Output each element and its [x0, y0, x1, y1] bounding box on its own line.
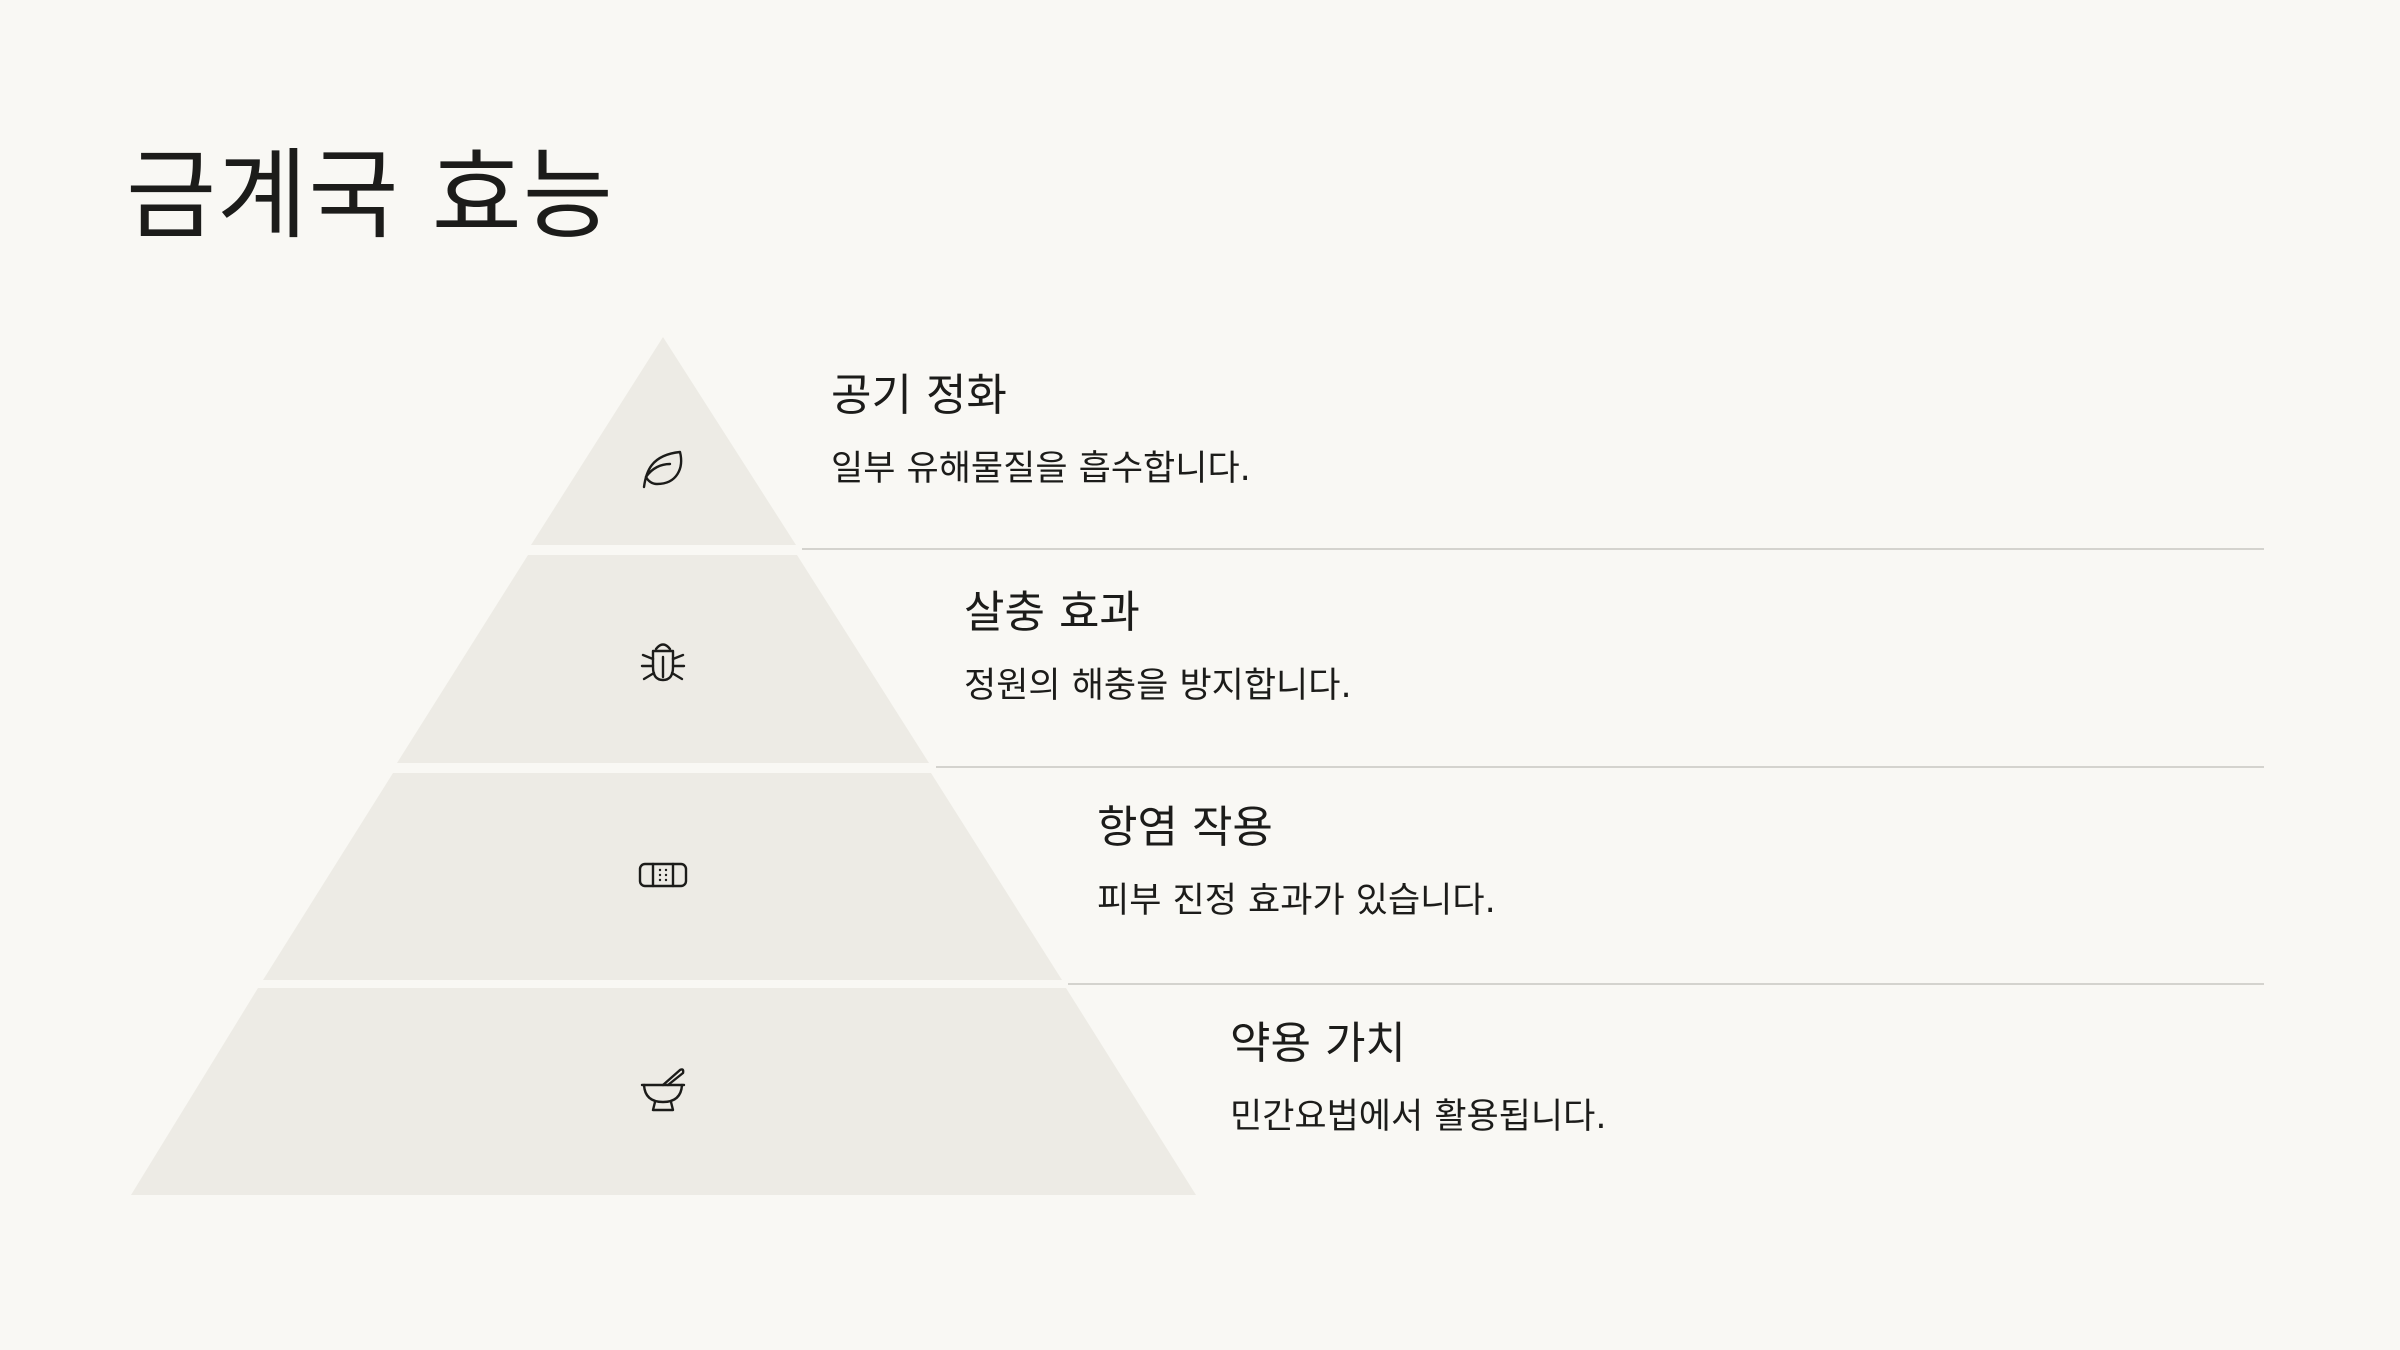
bandage-icon [637, 849, 689, 901]
level-4-text: 약용 가치 민간요법에서 활용됩니다. [1230, 1018, 1607, 1138]
level-3-text: 항염 작용 피부 진정 효과가 있습니다. [1097, 802, 1496, 922]
pyramid-tier-1 [531, 337, 796, 545]
pyramid-tier-3 [263, 773, 1062, 980]
level-3-description: 피부 진정 효과가 있습니다. [1097, 881, 1496, 922]
mortar-pestle-icon [637, 1064, 689, 1116]
level-1-text: 공기 정화 일부 유해물질을 흡수합니다. [831, 370, 1251, 490]
pyramid-tier-4 [131, 988, 1196, 1195]
page-title: 금계국 효능 [126, 139, 614, 253]
level-1-heading: 공기 정화 [831, 370, 1007, 421]
leaf-icon [637, 442, 689, 494]
level-4-heading: 약용 가치 [1230, 1018, 1406, 1069]
level-4-description: 민간요법에서 활용됩니다. [1230, 1097, 1607, 1138]
divider-line-1 [802, 548, 2264, 550]
level-1-description: 일부 유해물질을 흡수합니다. [831, 449, 1251, 490]
bug-icon [637, 635, 689, 687]
level-2-heading: 살충 효과 [964, 587, 1140, 638]
level-2-description: 정원의 해충을 방지합니다. [964, 666, 1352, 707]
level-2-text: 살충 효과 정원의 해충을 방지합니다. [964, 587, 1352, 707]
level-3-heading: 항염 작용 [1097, 802, 1273, 853]
divider-line-3 [1068, 983, 2264, 985]
divider-line-2 [936, 766, 2264, 768]
